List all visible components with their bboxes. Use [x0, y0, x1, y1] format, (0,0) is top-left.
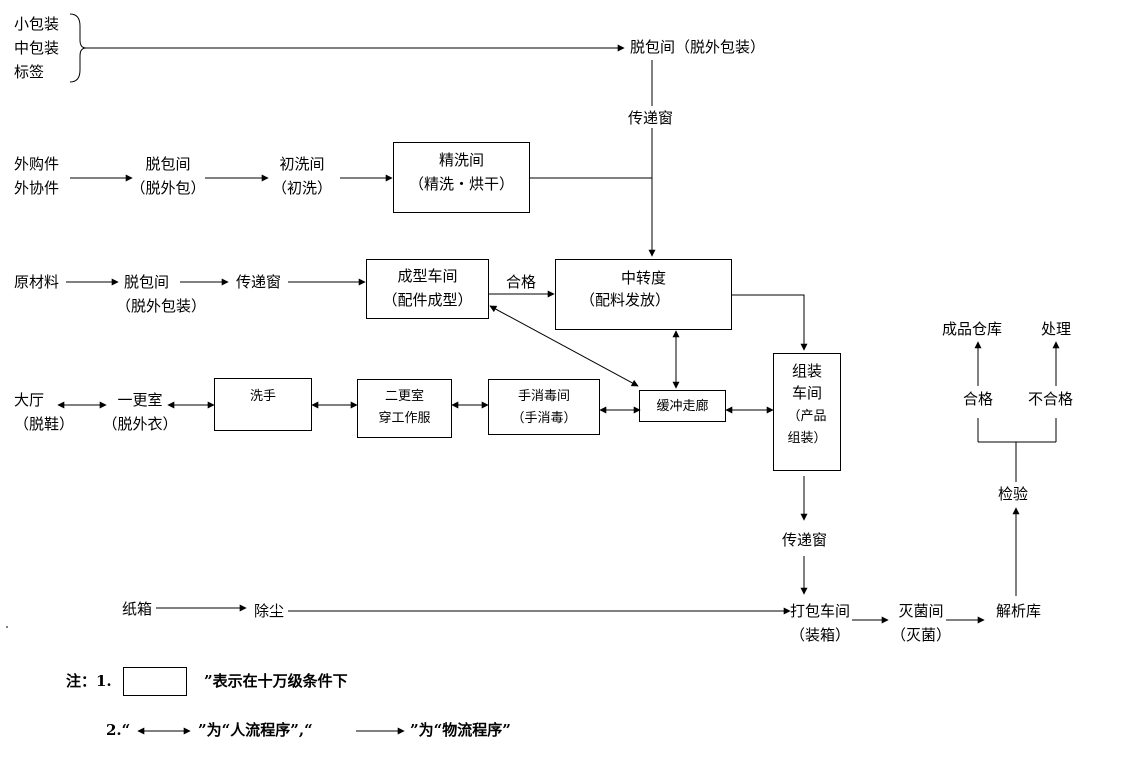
purchased-parts-label: 外购件	[14, 155, 60, 173]
second-change-box	[357, 379, 452, 438]
dust-removal-label: 除尘	[254, 602, 285, 620]
pass-window-mid: 传递窗	[236, 273, 282, 291]
sterilize-room-label: 灭菌间	[898, 602, 944, 620]
qualified-mid-label: 合格	[506, 273, 537, 291]
arrow-transit-to-assembly	[732, 294, 808, 351]
arrow-molding-buffer	[489, 305, 639, 387]
raw-material-label: 原材料	[14, 273, 60, 291]
analysis-store-label: 解析库	[996, 602, 1042, 620]
qualified-right-label: 合格	[963, 390, 994, 408]
hand-disinfect-sub: （手消毒）	[511, 411, 577, 426]
fine-wash-room-sub: （精洗・烘干）	[408, 175, 514, 193]
first-change-label: 一更室	[117, 391, 163, 409]
mid-pack-label: 中包装	[14, 39, 60, 57]
transit-label: 中转度	[620, 269, 666, 287]
unpack-room-3: 脱包间	[124, 273, 170, 291]
assembly-line3: （产品	[787, 409, 827, 424]
legend-sample-box	[123, 667, 187, 696]
molding-shop: 成型车间	[397, 267, 458, 285]
molding-shop-box	[366, 259, 489, 319]
packaging-bracket	[69, 13, 87, 83]
lobby-sub: （脱鞋）	[14, 415, 75, 433]
pre-wash-room-sub: （初洗）	[271, 179, 332, 197]
transit-box	[555, 259, 732, 330]
note1-text: ”表示在十万级条件下	[204, 672, 348, 690]
pass-window-bottom: 传递窗	[782, 531, 828, 549]
note2-mid: ”为“人流程序”,“	[198, 721, 313, 739]
hand-disinfect-label: 手消毒间	[517, 389, 570, 404]
outsourced-parts-label: 外协件	[14, 179, 60, 197]
assembly-line1: 组装	[791, 362, 822, 380]
unpack-room-2-sub: （脱外包）	[130, 179, 206, 197]
handling-label: 处理	[1041, 320, 1072, 338]
first-change-sub: （脱外衣）	[102, 415, 178, 433]
sterilize-room-sub: （灭菌）	[890, 626, 951, 644]
unpack-room-3-sub: （脱外包装）	[116, 297, 207, 315]
second-change-label: 二更室	[384, 389, 424, 404]
pass-window-top: 传递窗	[628, 109, 674, 127]
hand-wash-label: 洗手	[249, 389, 276, 404]
assembly-line2: 车间	[791, 384, 822, 402]
unpack-room-top: 脱包间（脱外包装）	[630, 38, 766, 56]
note2-end: ”为“物流程序”	[410, 721, 511, 739]
transit-sub: （配料发放）	[580, 291, 671, 309]
fine-wash-room-box	[393, 142, 530, 213]
packing-shop-label: 打包车间	[789, 602, 850, 620]
hand-wash-box	[214, 378, 312, 431]
lobby-label: 大厅	[14, 391, 45, 409]
tag-label: 标签	[14, 63, 45, 81]
assembly-line4: 组装）	[787, 431, 827, 446]
buffer-corridor-box	[639, 390, 726, 422]
finished-store-label: 成品仓库	[942, 320, 1003, 338]
assembly-shop-box	[773, 353, 841, 471]
hand-disinfect-box	[488, 379, 600, 435]
small-pack-label: 小包装	[14, 15, 60, 33]
second-change-sub: 穿工作服	[378, 411, 431, 426]
unpack-room-2: 脱包间	[145, 155, 191, 173]
inspection-label: 检验	[998, 485, 1029, 503]
pre-wash-room: 初洗间	[279, 155, 325, 173]
fine-wash-room: 精洗间	[438, 151, 484, 169]
note2-open: 2.“	[106, 721, 131, 739]
buffer-corridor-label: 缓冲走廊	[656, 399, 709, 414]
carton-label: 纸箱	[122, 600, 153, 618]
unqualified-label: 不合格	[1028, 390, 1074, 408]
molding-shop-sub: （配件成型）	[382, 291, 473, 309]
packing-shop-sub: （装箱）	[789, 626, 850, 644]
note-prefix: 注：1.	[66, 672, 112, 690]
